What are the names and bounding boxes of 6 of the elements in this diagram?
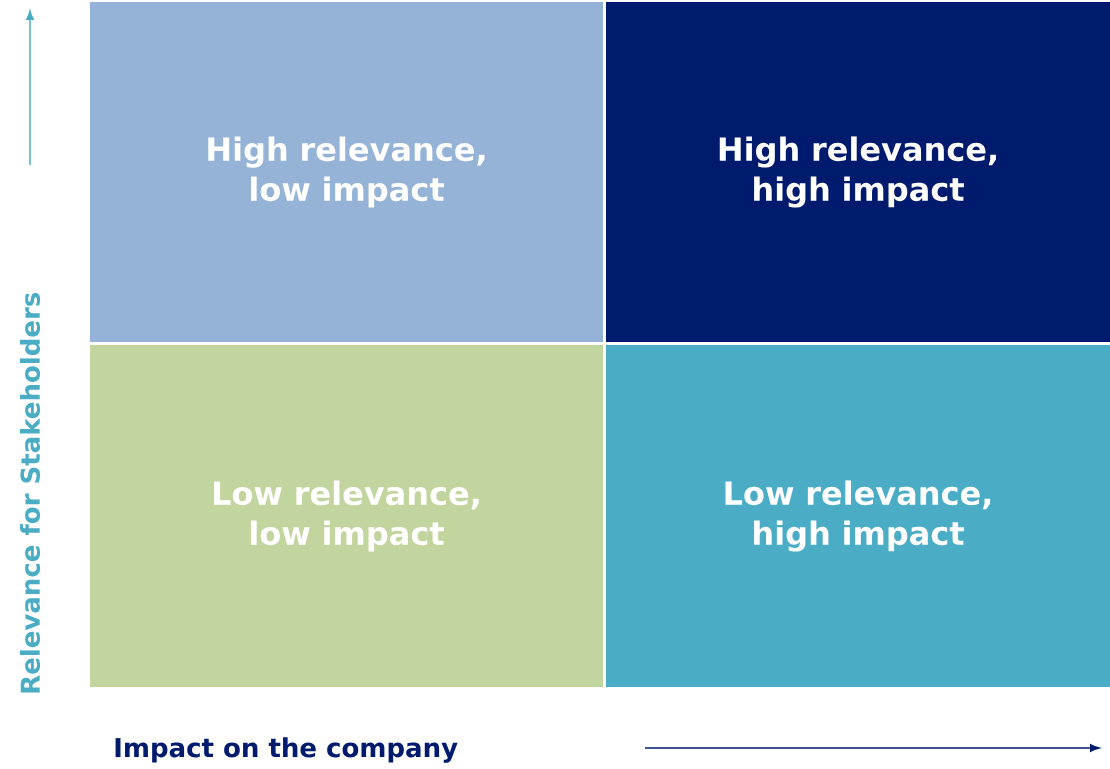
axis-title: Relevance for Stakeholders bbox=[19, 292, 41, 693]
quadrant-box: High relevance, low impact bbox=[90, 2, 603, 342]
quadrant-box: Low relevance, high impact bbox=[606, 345, 1110, 687]
quadrant-box: Low relevance, low impact bbox=[90, 345, 603, 687]
axis-title: Impact on the company bbox=[115, 737, 458, 763]
quadrant-box: High relevance, high impact bbox=[606, 2, 1110, 342]
